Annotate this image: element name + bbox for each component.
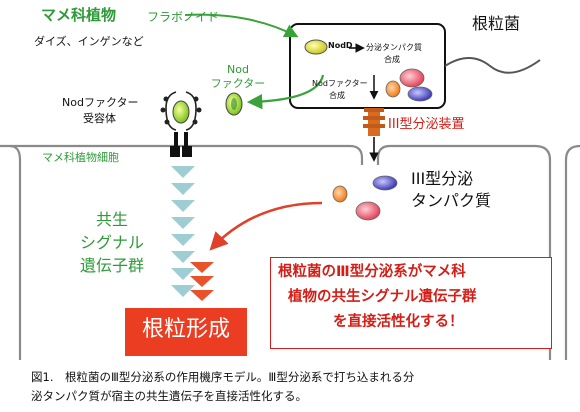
nod-factor-label-line2: ファクター (210, 77, 266, 90)
protein-blue-inside (407, 86, 433, 102)
figure-caption-line2: 泌タンパク質が宿主の共生遺伝子を直接活性化する。 (31, 389, 307, 403)
callout-line1: 根粒菌のⅢ型分泌系がマメ科 (278, 264, 466, 280)
activation-arrow (209, 201, 323, 251)
flavonoid-arrow (184, 13, 299, 38)
nod-factor-arrow (246, 74, 325, 110)
t3ss-apparatus (363, 108, 385, 136)
protein-synthesis-label-line2: 合成 (384, 55, 400, 64)
nodulation-box (125, 308, 247, 356)
protein-pink-inside (399, 68, 425, 88)
callout-line3: を直接活性化する！ (333, 314, 464, 330)
t3ss-label: III型分泌装置 (388, 117, 465, 132)
nodd-protein (304, 39, 328, 55)
nodd-label: NodD (328, 41, 353, 50)
nod-factor-receptor (160, 91, 202, 157)
activated-signal (190, 262, 214, 301)
symbiotic-genes-label-line3: 遺伝子群 (80, 256, 145, 275)
nodulation-label: 根粒形成 (141, 317, 230, 342)
flavonoid-label: フラボノイド (147, 10, 220, 24)
protein-blue-injected (372, 175, 398, 191)
protein-pink-injected (355, 201, 381, 221)
protein-orange-inside (385, 80, 401, 98)
protein-synthesis-label-line1: 分泌タンパク質 (366, 43, 422, 52)
plant-cell-label: マメ科植物細胞 (42, 151, 119, 164)
rhizobium-label: 根粒菌 (472, 14, 521, 33)
receptor-label-line1: Nodファクター (62, 96, 139, 109)
callout-line2: 植物の共生シグナル遺伝子群 (288, 289, 477, 305)
t3-protein-label-line1: III型分泌 (411, 169, 474, 188)
figure-caption-line1: 図1. 根粒菌のⅢ型分泌系の作用機序モデル。Ⅲ型分泌系で打ち込まれる分 (31, 370, 415, 384)
legume-plant-label: マメ科植物 (41, 6, 117, 24)
signal-cascade (171, 166, 195, 297)
conclusion-callout (270, 257, 552, 349)
nod-synthesis-label-line1: Nodファクター (312, 79, 368, 88)
receptor-label-line2: 受容体 (83, 112, 116, 125)
symbiotic-genes-label-line2: シグナル (80, 233, 145, 252)
symbiotic-genes-label-line1: 共生 (96, 210, 129, 229)
nod-factor-molecule (225, 92, 243, 116)
examples-label: ダイズ、インゲンなど (34, 35, 144, 48)
rhizobium-flagellum (444, 57, 541, 74)
protein-orange-injected (332, 185, 348, 203)
t3-protein-label-line2: タンパク質 (411, 191, 492, 210)
nod-factor-label-line1: Nod (227, 63, 249, 76)
nod-synthesis-label-line2: 合成 (329, 91, 345, 100)
